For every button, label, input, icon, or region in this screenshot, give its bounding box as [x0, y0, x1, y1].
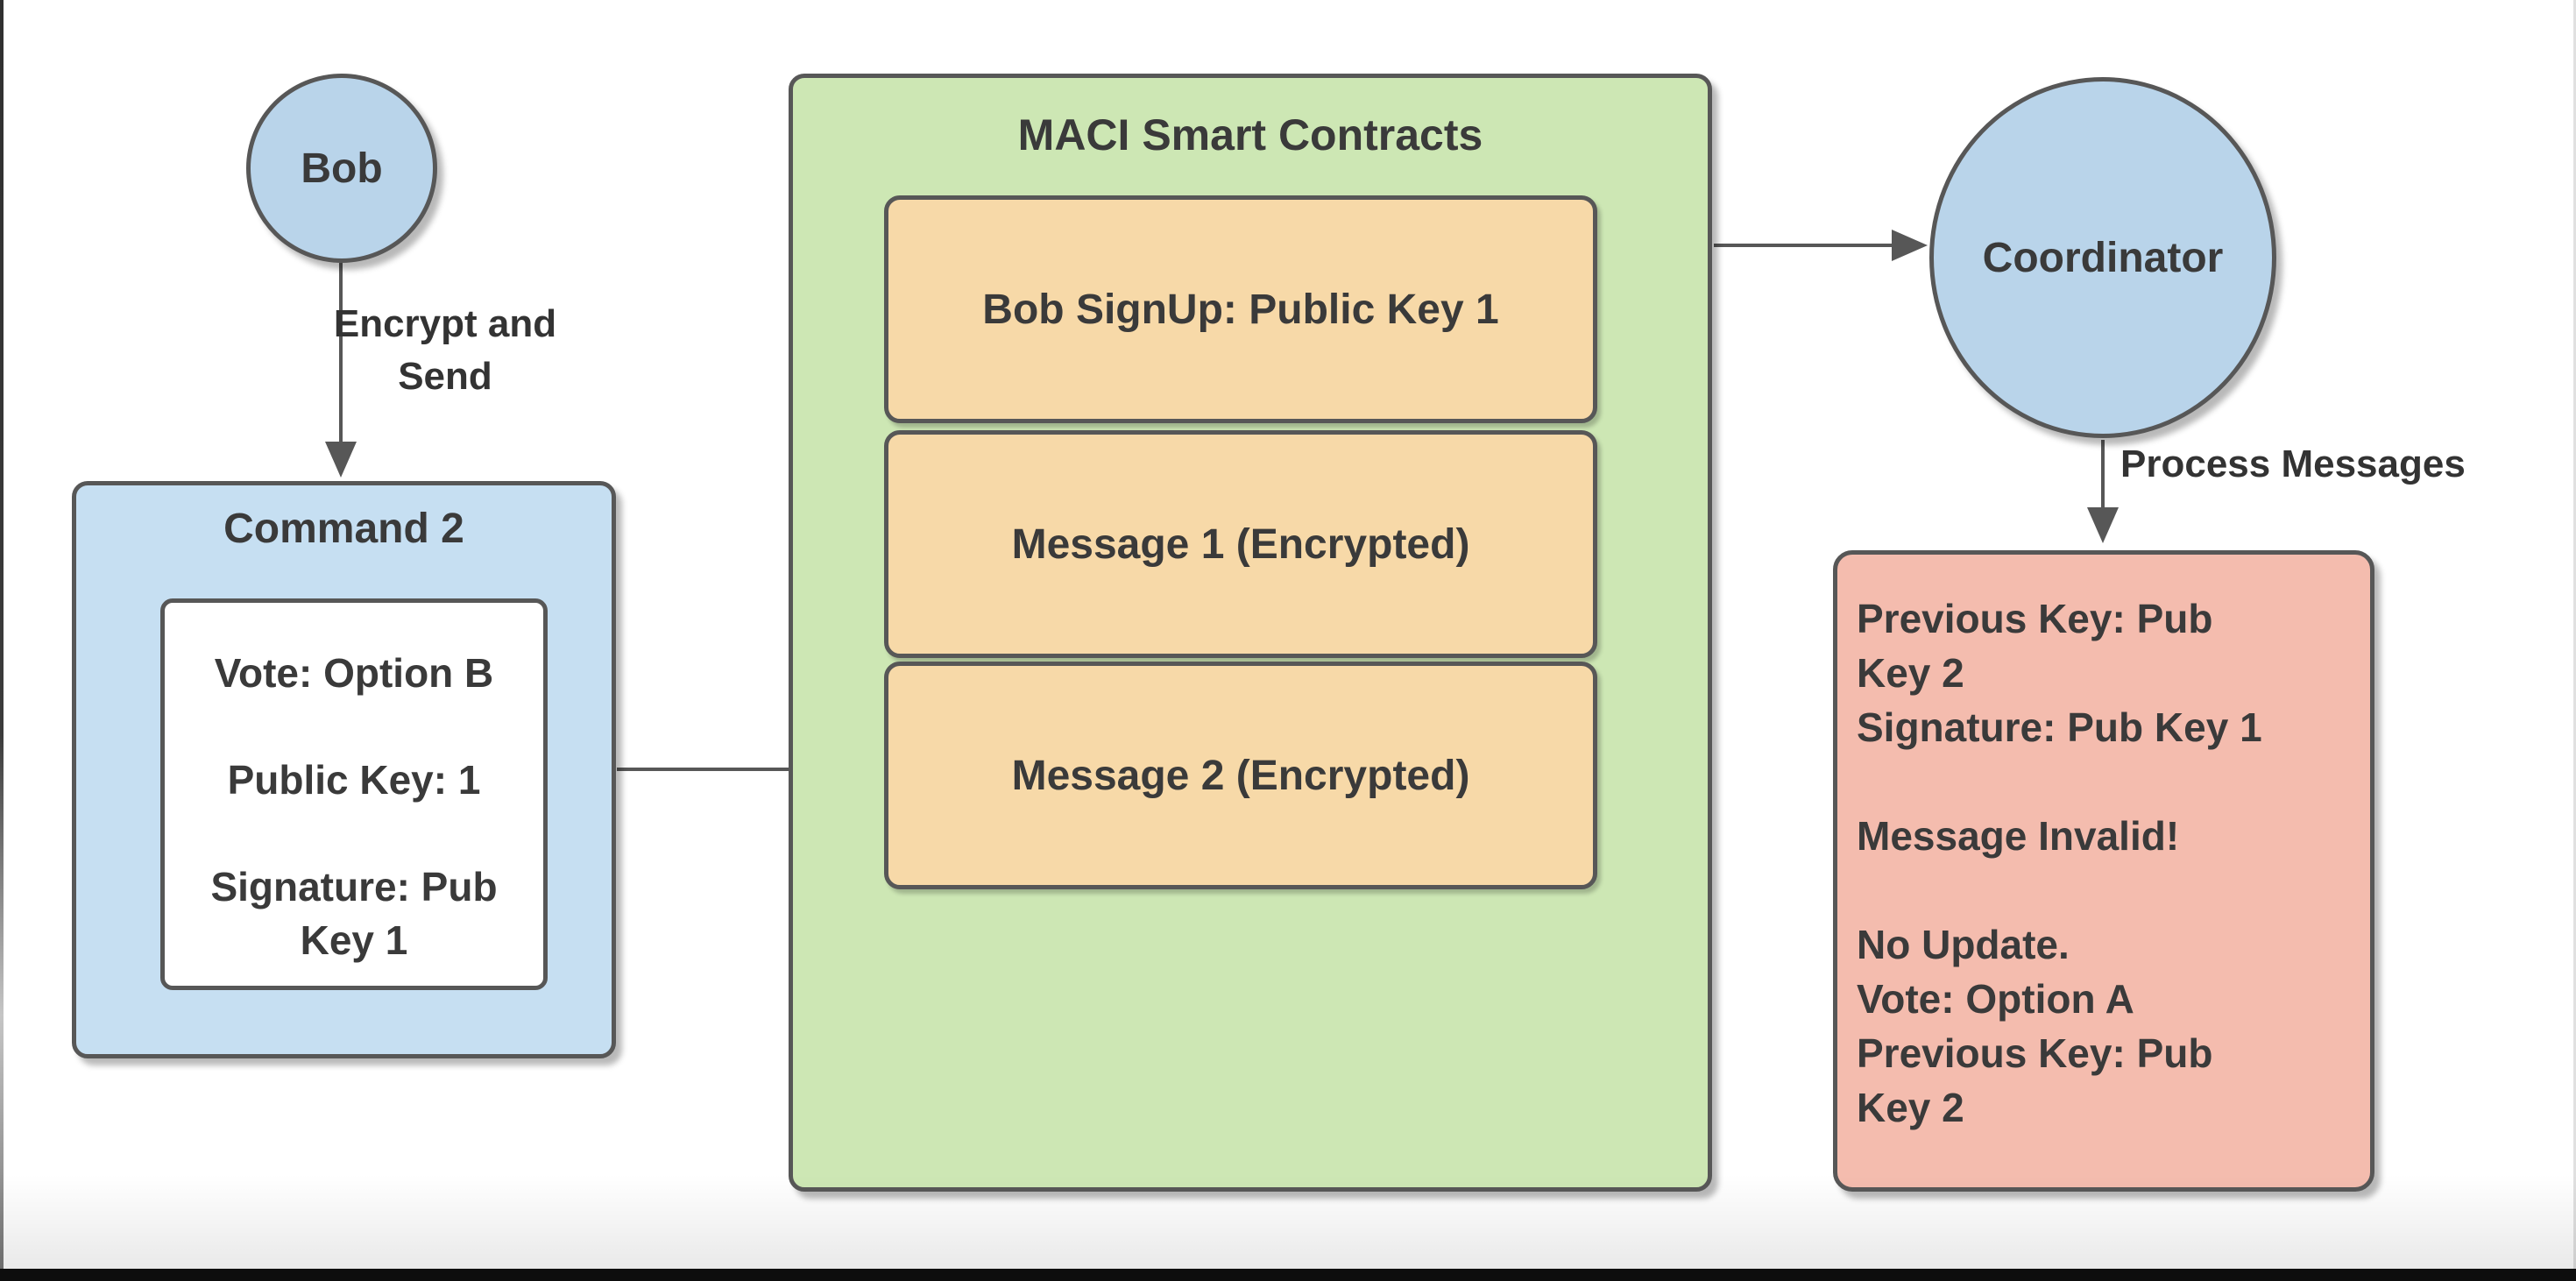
window-left-edge [0, 0, 4, 1269]
maci-smart-contracts-box[interactable]: MACI Smart Contracts Bob SignUp: Public … [789, 74, 1712, 1192]
contract-entry-label: Message 2 (Encrypted) [1011, 752, 1470, 799]
command-line-spacer [180, 807, 527, 860]
result-line: Previous Key: Pub Key 2 [1857, 1030, 2213, 1130]
result-line: Vote: Option A [1857, 976, 2134, 1022]
bottom-fade [0, 1174, 2576, 1269]
command-line: Public Key: 1 [227, 757, 481, 803]
edge-label-encrypt-and-send: Encrypt and Send [333, 302, 557, 398]
result-line-spacer [1857, 863, 2282, 917]
command-2-title: Command 2 [223, 506, 464, 552]
contract-entry-label: Message 1 (Encrypted) [1011, 520, 1470, 568]
result-line: Signature: Pub Key 1 [1857, 704, 2262, 750]
window-bottom-edge [0, 1269, 2576, 1281]
command-line: Signature: Pub Key 1 [210, 864, 498, 963]
actor-bob-label: Bob [301, 145, 383, 192]
window-right-edge [2573, 0, 2576, 1269]
command-line: Vote: Option B [214, 650, 494, 696]
contract-entry-message-1[interactable]: Message 1 (Encrypted) [884, 430, 1597, 658]
coordinator-result-box[interactable]: Previous Key: Pub Key 2 Signature: Pub K… [1833, 550, 2374, 1192]
actor-coordinator-node[interactable]: Coordinator [1929, 77, 2276, 438]
edge-label-process-messages: Process Messages [2120, 442, 2466, 485]
actor-coordinator-label: Coordinator [1982, 234, 2224, 281]
arrow-contracts-to-coordinator [1714, 230, 1928, 261]
result-line-spacer [1857, 754, 2282, 809]
maci-smart-contracts-title: MACI Smart Contracts [1017, 110, 1483, 159]
actor-bob-node[interactable]: Bob [246, 74, 437, 263]
arrow-coordinator-to-result [2087, 440, 2119, 543]
contract-entry-bob-signup[interactable]: Bob SignUp: Public Key 1 [884, 195, 1597, 423]
command-line-spacer [180, 700, 527, 754]
result-line-message-invalid: Message Invalid! [1857, 813, 2180, 859]
contract-entry-message-2[interactable]: Message 2 (Encrypted) [884, 662, 1597, 889]
result-line: Previous Key: Pub Key 2 [1857, 596, 2213, 696]
command-2-box[interactable]: Command 2 Vote: Option B Public Key: 1 S… [72, 481, 616, 1058]
contract-entry-label: Bob SignUp: Public Key 1 [982, 286, 1499, 333]
result-line: No Update. [1857, 922, 2070, 967]
command-2-payload: Vote: Option B Public Key: 1 Signature: … [160, 598, 548, 990]
